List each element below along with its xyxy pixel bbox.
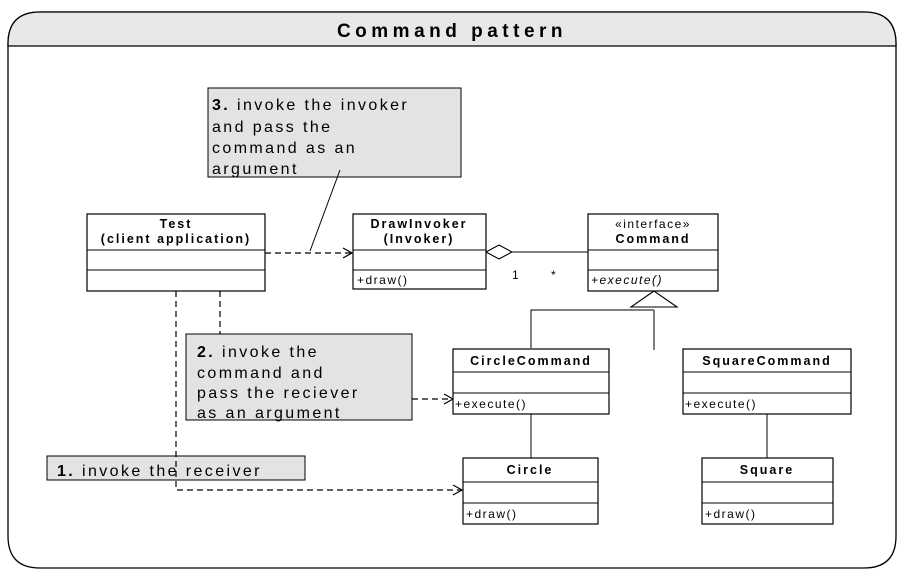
class-test: Test (client application) — [86, 213, 266, 292]
note-2-line2: command and — [197, 365, 325, 382]
class-circlecommand: CircleCommand +execute() — [452, 348, 610, 415]
class-circlecommand-box — [452, 348, 610, 415]
class-squarecommand-box — [682, 348, 852, 415]
note-2-line3: pass the reciever — [197, 385, 360, 402]
class-circle-box — [462, 457, 599, 525]
class-test-box — [86, 213, 266, 292]
note-1-line1-text: invoke the receiver — [75, 463, 262, 480]
class-drawinvoker-box — [352, 213, 487, 290]
class-square-name: Square — [740, 463, 794, 477]
aggregation-diamond — [484, 244, 514, 260]
class-square-operation: +draw() — [705, 507, 757, 521]
note-2-line1-text: invoke the — [215, 344, 319, 361]
class-square-box — [701, 457, 834, 525]
class-command-box — [587, 213, 719, 292]
realization-triangle — [629, 290, 679, 308]
class-command-stereotype: «interface» — [615, 217, 691, 231]
note-3-line2: and pass the — [212, 119, 332, 136]
note-2-line4: as an argument — [197, 405, 342, 422]
class-circlecommand-name: CircleCommand — [470, 354, 592, 368]
class-circle-name: Circle — [507, 463, 554, 477]
note-3-anchor-line — [309, 169, 341, 252]
note-3-line1-text: invoke the invoker — [230, 97, 409, 114]
multiplicity-invoker: 1 — [512, 268, 519, 282]
note-2-line1: 2. invoke the — [197, 344, 319, 361]
note-3-line1: 3. invoke the invoker — [212, 97, 409, 114]
class-squarecommand: SquareCommand +execute() — [682, 348, 852, 415]
class-circlecommand-operation: +execute() — [455, 397, 527, 411]
frame-title-bar — [7, 11, 897, 47]
class-drawinvoker-subtitle: (Invoker) — [384, 232, 455, 246]
note-1-line1: 1. invoke the receiver — [57, 463, 262, 480]
multiplicity-command: * — [551, 268, 556, 282]
class-command: «interface» Command +execute() — [587, 213, 719, 292]
note-3-box — [207, 87, 462, 178]
class-drawinvoker-operation: +draw() — [357, 273, 409, 287]
note-3: 3. invoke the invoker and pass the comma… — [207, 87, 462, 178]
connectors — [175, 169, 768, 496]
class-square: Square +draw() — [701, 457, 834, 525]
class-circle-operation: +draw() — [466, 507, 518, 521]
class-circle: Circle +draw() — [462, 457, 599, 525]
class-test-name: Test — [160, 217, 193, 231]
note-2-box — [185, 333, 413, 421]
note-2: 2. invoke the command and pass the recie… — [185, 333, 413, 422]
class-command-name: Command — [615, 232, 690, 246]
realization-circlecommand — [530, 309, 654, 348]
note-2-number: 2. — [197, 344, 215, 361]
class-command-operation: +execute() — [591, 273, 663, 287]
class-drawinvoker: DrawInvoker (Invoker) +draw() — [352, 213, 487, 290]
note-1-number: 1. — [57, 463, 75, 480]
class-test-subtitle: (client application) — [101, 232, 251, 246]
note-3-line4: argument — [212, 161, 299, 178]
class-squarecommand-operation: +execute() — [685, 397, 757, 411]
frame-title: Command pattern — [337, 21, 567, 42]
note-3-number: 3. — [212, 97, 230, 114]
class-drawinvoker-name: DrawInvoker — [370, 217, 467, 231]
class-squarecommand-name: SquareCommand — [702, 354, 832, 368]
note-3-line3: command as an — [212, 140, 357, 157]
